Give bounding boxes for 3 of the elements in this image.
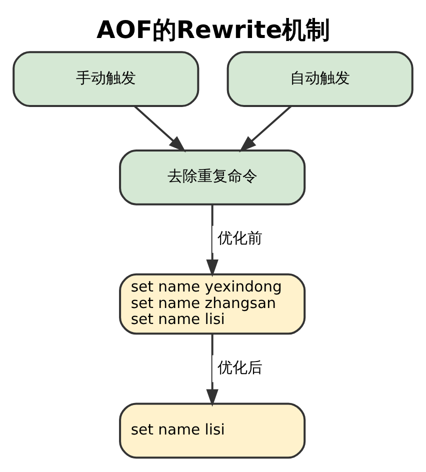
diagram-title: AOF的Rewrite机制: [96, 14, 330, 44]
edge-label: 优化前: [218, 230, 263, 248]
edge-label: 优化后: [218, 359, 263, 376]
